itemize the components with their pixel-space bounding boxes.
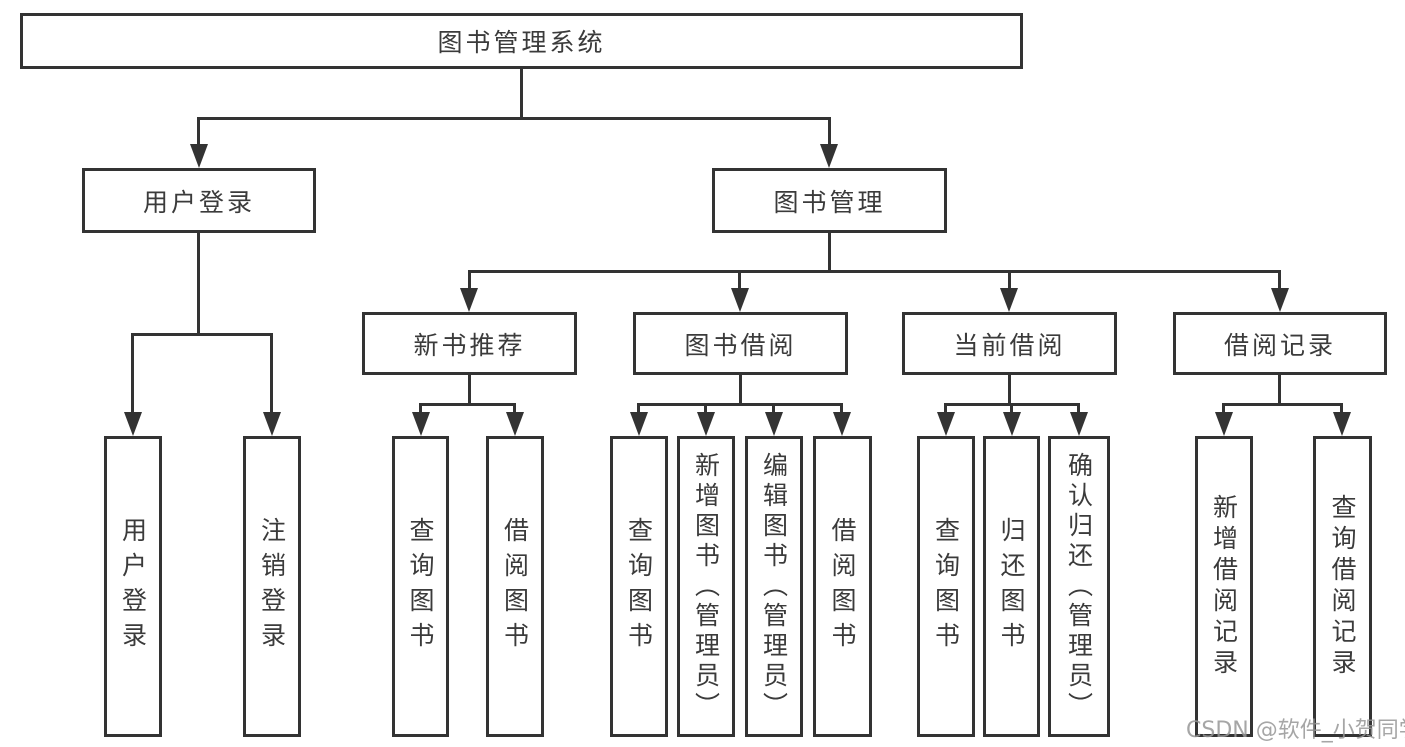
arrowhead-new-book-recommend: [460, 288, 478, 312]
arrowhead-user-login: [190, 144, 208, 168]
node-root-label: 图书管理系统: [437, 28, 606, 57]
arrowhead-book-management: [820, 144, 838, 168]
leaf-logout: 注销登录: [243, 436, 301, 737]
leaf-return-books-label: 归还图书: [997, 516, 1026, 657]
leaf-user-login: 用户登录: [104, 436, 162, 737]
arrowhead-nb-borrow: [506, 412, 524, 436]
leaf-borrow-books-recommend: 借阅图书: [486, 436, 544, 737]
connector-nb-query-drop: [419, 403, 422, 414]
connector-borrow-records-hbar: [1222, 403, 1343, 406]
node-new-book-recommend-label: 新书推荐: [413, 330, 526, 360]
connector-book-borrow-stem: [739, 375, 742, 406]
node-book-management: 图书管理: [712, 168, 947, 233]
leaf-edit-books-admin-label: 编辑图书（管理员）: [759, 451, 789, 722]
leaf-borrow-books-recommend-label: 借阅图书: [500, 516, 530, 657]
arrowhead-rec-add: [1215, 412, 1233, 436]
connector-nb-borrow-drop: [513, 403, 516, 414]
leaf-borrow-books: 借阅图书: [813, 436, 872, 737]
arrowhead-leaf-user-login: [124, 412, 142, 436]
arrowhead-cb-confirm: [1070, 412, 1088, 436]
node-borrow-records: 借阅记录: [1173, 312, 1387, 375]
csdn-watermark: CSDN @软件_小贺同学: [1186, 718, 1405, 743]
connector-cb-confirm-drop: [1077, 403, 1080, 414]
node-borrow-records-label: 借阅记录: [1223, 330, 1336, 360]
arrowhead-rec-query: [1333, 412, 1351, 436]
connector-book-management-stem: [828, 233, 831, 273]
connector-book-borrow-drop: [738, 270, 741, 290]
arrowhead-bb-edit: [765, 412, 783, 436]
node-user-login-label: 用户登录: [142, 187, 255, 217]
leaf-borrow-books-label: 借阅图书: [828, 516, 857, 657]
connector-book-borrow-hbar: [637, 403, 843, 406]
connector-borrow-records-drop: [1278, 270, 1281, 290]
node-current-borrow: 当前借阅: [902, 312, 1117, 375]
connector-user-login-drop: [197, 117, 200, 147]
leaf-confirm-return-admin: 确认归还（管理员）: [1048, 436, 1110, 737]
arrowhead-bb-add: [697, 412, 715, 436]
connector-rec-query-drop: [1340, 403, 1343, 414]
node-new-book-recommend: 新书推荐: [362, 312, 577, 375]
connector-root-stem: [520, 69, 523, 119]
connector-user-login-stem: [197, 233, 200, 336]
leaf-query-books-recommend-label: 查询图书: [406, 516, 435, 657]
arrowhead-bb-query: [630, 412, 648, 436]
connector-root-hbar: [197, 117, 831, 120]
connector-cb-return-drop: [1010, 403, 1013, 414]
leaf-add-books-admin: 新增图书（管理员）: [677, 436, 735, 737]
leaf-return-books: 归还图书: [983, 436, 1040, 737]
connector-current-borrow-stem: [1008, 375, 1011, 406]
connector-bb-query-drop: [637, 403, 640, 414]
connector-new-book-hbar: [419, 403, 516, 406]
connector-current-borrow-drop: [1008, 270, 1011, 290]
connector-cb-query-drop: [944, 403, 947, 414]
arrowhead-cb-query: [937, 412, 955, 436]
arrowhead-borrow-records: [1271, 288, 1289, 312]
node-book-borrow: 图书借阅: [633, 312, 848, 375]
leaf-confirm-return-admin-label: 确认归还（管理员）: [1064, 451, 1094, 722]
leaf-query-books-current: 查询图书: [917, 436, 975, 737]
connector-borrow-records-stem: [1278, 375, 1281, 406]
leaf-query-books-borrow: 查询图书: [610, 436, 668, 737]
connector-rec-add-drop: [1222, 403, 1225, 414]
leaf-add-books-admin-label: 新增图书（管理员）: [691, 451, 721, 722]
connector-bb-add-drop: [704, 403, 707, 414]
arrowhead-bb-borrow: [833, 412, 851, 436]
connector-leaf-user-login-drop: [131, 333, 134, 414]
arrowhead-leaf-logout: [263, 412, 281, 436]
connector-user-login-hbar: [131, 333, 273, 336]
arrowhead-book-borrow: [731, 288, 749, 312]
leaf-edit-books-admin: 编辑图书（管理员）: [745, 436, 803, 737]
connector-new-book-stem: [468, 375, 471, 406]
leaf-query-books-borrow-label: 查询图书: [624, 516, 654, 657]
leaf-query-borrow-record-label: 查询借阅记录: [1328, 493, 1357, 680]
leaf-query-books-current-label: 查询图书: [931, 516, 961, 657]
node-user-login: 用户登录: [82, 168, 316, 233]
leaf-user-login-label: 用户登录: [118, 516, 148, 657]
connector-bb-edit-drop: [772, 403, 775, 414]
arrowhead-current-borrow: [1000, 288, 1018, 312]
leaf-add-borrow-record: 新增借阅记录: [1195, 436, 1253, 737]
leaf-query-books-recommend: 查询图书: [392, 436, 449, 737]
connector-book-management-drop: [828, 117, 831, 147]
arrowhead-nb-query: [412, 412, 430, 436]
node-root: 图书管理系统: [20, 13, 1023, 69]
connector-book-management-hbar: [468, 270, 1281, 273]
node-book-management-label: 图书管理: [773, 187, 886, 217]
connector-bb-borrow-drop: [840, 403, 843, 414]
arrowhead-cb-return: [1003, 412, 1021, 436]
connector-new-book-drop: [468, 270, 471, 290]
connector-leaf-logout-drop: [270, 333, 273, 414]
node-book-borrow-label: 图书借阅: [684, 330, 797, 360]
leaf-logout-label: 注销登录: [257, 516, 287, 657]
leaf-add-borrow-record-label: 新增借阅记录: [1209, 493, 1239, 680]
node-current-borrow-label: 当前借阅: [953, 330, 1066, 360]
leaf-query-borrow-record: 查询借阅记录: [1313, 436, 1372, 737]
